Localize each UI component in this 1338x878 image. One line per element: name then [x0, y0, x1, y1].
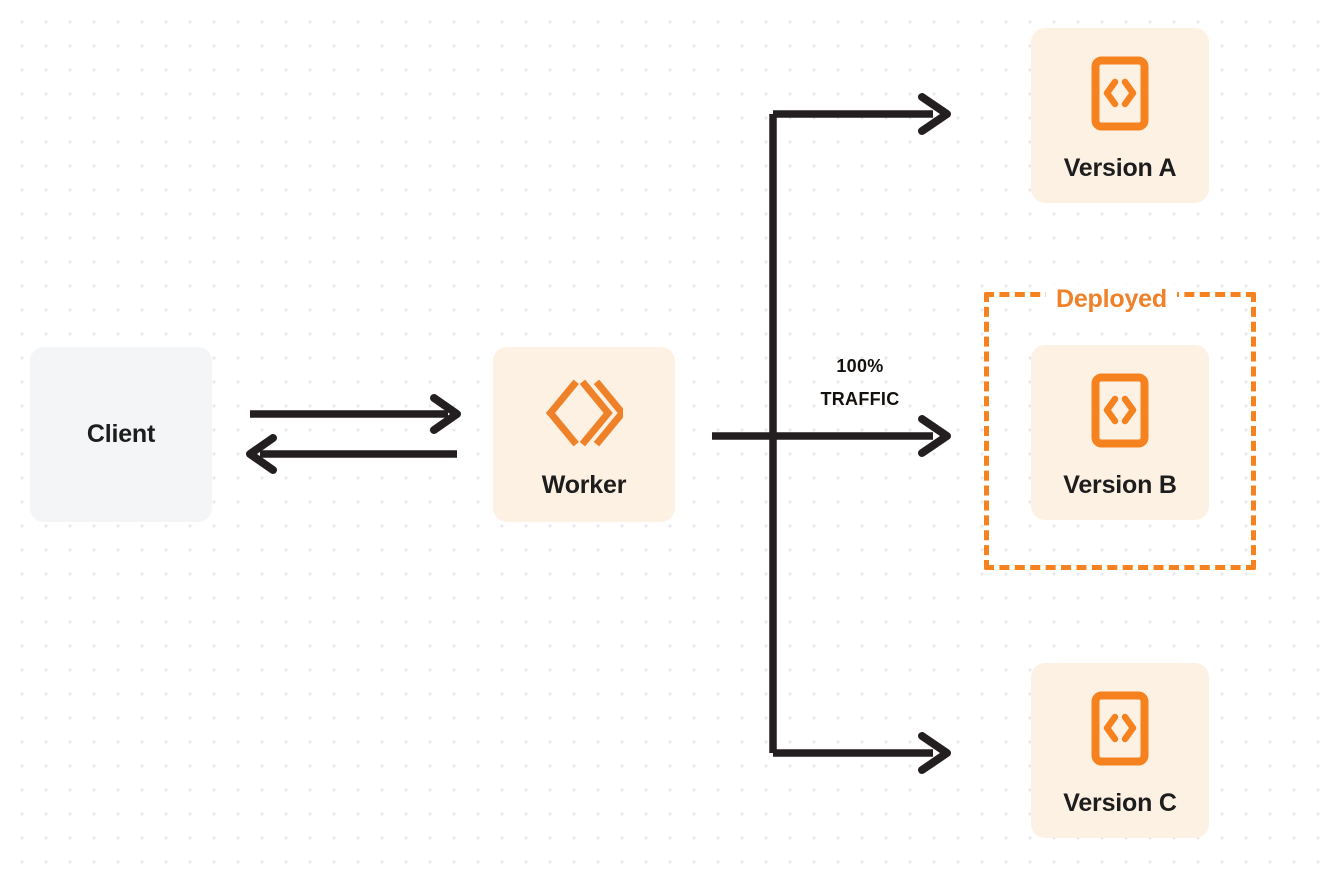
code-document-icon [1091, 691, 1149, 771]
node-client[interactable]: Client [30, 347, 212, 522]
node-version-c[interactable]: Version C [1031, 663, 1209, 838]
arrowheads [918, 93, 951, 774]
traffic-percent: 100% [836, 356, 884, 376]
node-version-a[interactable]: Version A [1031, 28, 1209, 203]
node-worker[interactable]: Worker [493, 347, 675, 522]
version-c-label: Version C [1063, 789, 1177, 817]
arrow-worker-to-client [246, 434, 457, 474]
deployed-group-label: Deployed [1046, 285, 1177, 313]
client-label: Client [86, 420, 156, 448]
version-a-label: Version A [1063, 154, 1177, 182]
code-document-icon [1091, 56, 1149, 136]
traffic-word: TRAFFIC [820, 389, 900, 409]
cloudflare-workers-logo-icon [545, 374, 627, 457]
worker-label: Worker [541, 471, 627, 499]
code-document-icon [1091, 373, 1149, 453]
version-b-label: Version B [1063, 471, 1177, 499]
arrow-client-to-worker [250, 394, 461, 434]
traffic-annotation: 100% TRAFFIC [790, 350, 930, 416]
node-version-b[interactable]: Version B [1031, 345, 1209, 520]
arrow-worker-trunk [712, 110, 933, 757]
